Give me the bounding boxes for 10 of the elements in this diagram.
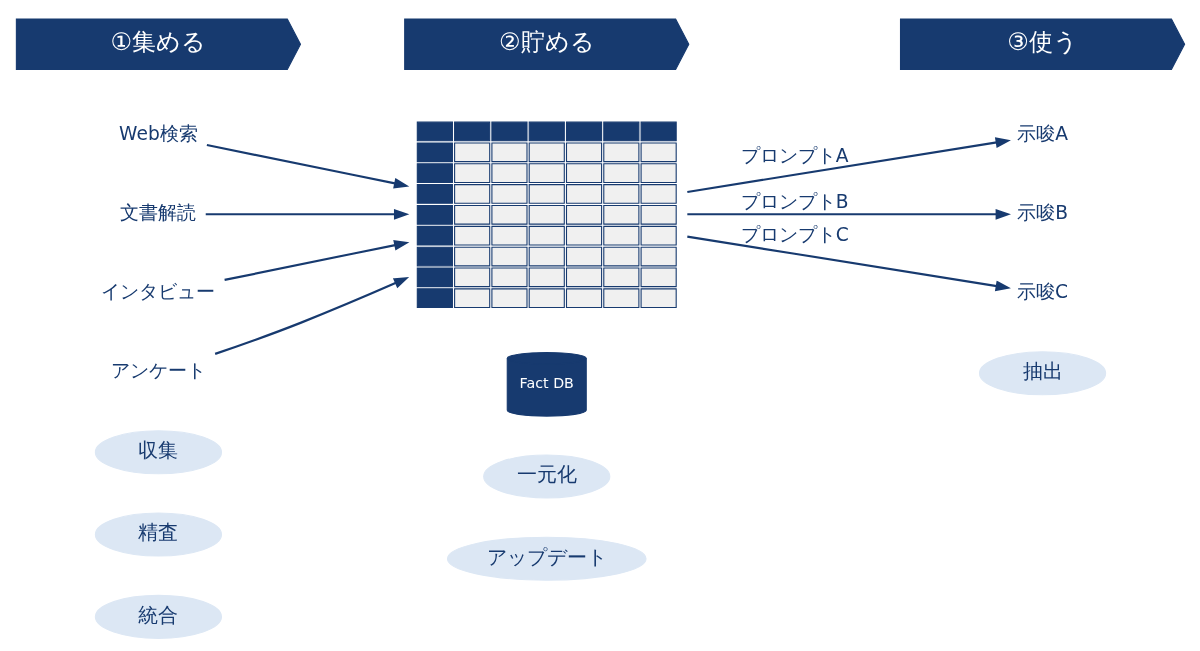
edge-label: プロンプトB [740, 191, 849, 213]
node-text: 示唆B [1016, 201, 1068, 223]
edge-label: プロンプトC [740, 224, 849, 246]
edge-label: プロンプトA [740, 145, 849, 167]
node-text: Web検索 [118, 122, 198, 144]
node-text: 示唆C [1016, 280, 1068, 302]
node-text: アンケート [110, 359, 206, 381]
node-text: 示唆A [1016, 122, 1068, 144]
node-text: インタビュー [100, 280, 215, 302]
node-text: 文書解読 [119, 201, 196, 223]
